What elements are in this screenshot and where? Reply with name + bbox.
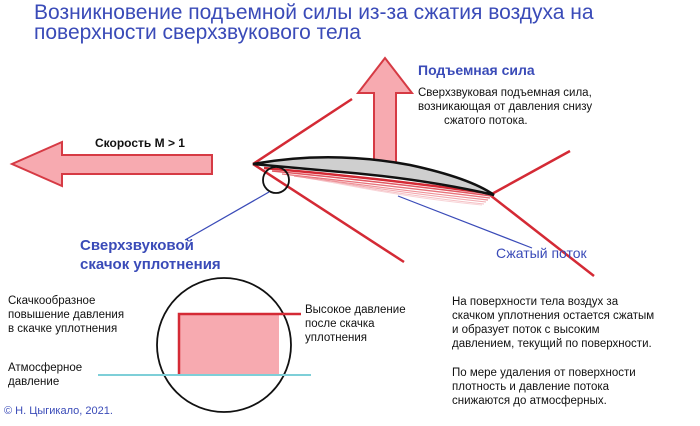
high-pressure-area — [179, 314, 279, 375]
high-pressure-label: Высокое давление после скачка уплотнения — [305, 303, 406, 345]
distance-desc-line-1: По мере удаления от поверхности — [452, 367, 636, 379]
pressure-profile-line — [177, 312, 301, 375]
jump-label-line-2: повышение давления — [8, 309, 125, 321]
high-pressure-line-1: Высокое давление — [305, 304, 406, 316]
shock-leader-line — [184, 191, 270, 241]
distance-desc-line-2: плотность и давление потока — [452, 381, 610, 393]
lift-desc-line-3: сжатого потока. — [444, 115, 528, 127]
high-pressure-line-2: после скачка — [305, 318, 375, 330]
supersonic-body — [252, 156, 495, 197]
jump-label-line-3: в скачке уплотнения — [8, 323, 118, 335]
lift-arrow — [355, 56, 415, 166]
distance-desc-line-3: снижаются до атмосферных. — [452, 395, 607, 407]
copyright: © Н. Цыгикало, 2021. — [4, 405, 113, 417]
shock-waves — [252, 97, 595, 277]
lift-desc-line-1: Сверхзвуковая подъемная сила, — [418, 87, 592, 99]
high-pressure-line-3: уплотнения — [305, 332, 367, 344]
speed-arrow — [9, 140, 213, 188]
lift-heading: Подъемная сила — [418, 62, 535, 78]
nose-circle — [262, 166, 290, 194]
surface-desc-line-2: скачком уплотнения остается сжатым — [452, 310, 655, 322]
flow-leader-line — [397, 195, 533, 249]
shock-label: Сверхзвуковой скачок уплотнения — [80, 236, 221, 274]
atm-label-line-2: давление — [8, 376, 60, 388]
surface-description: На поверхности тела воздух за скачком уп… — [452, 295, 654, 351]
title-line-2: поверхности сверхзвукового тела — [34, 21, 361, 44]
lift-description: Сверхзвуковая подъемная сила, возникающа… — [418, 86, 592, 128]
jump-label: Скачкообразное повышение давления в скач… — [8, 294, 124, 336]
title-line-1: Возникновение подъемной силы из-за сжати… — [34, 1, 594, 24]
compressed-flow-lines — [263, 166, 495, 206]
lift-desc-line-2: возникающая от давления снизу — [418, 101, 593, 113]
surface-desc-line-3: и образует поток с высоким — [452, 324, 600, 336]
distance-description: По мере удаления от поверхности плотност… — [452, 366, 636, 408]
compressed-flow-label: Сжатый поток — [496, 245, 587, 261]
zoom-circle — [156, 277, 292, 413]
atm-label: Атмосферное давление — [8, 361, 82, 389]
jump-label-line-1: Скачкообразное — [8, 295, 96, 307]
shock-label-line-1: Сверхзвуковой — [80, 237, 194, 254]
speed-label: Скорость М > 1 — [95, 136, 185, 150]
surface-desc-line-1: На поверхности тела воздух за — [452, 296, 619, 308]
atm-label-line-1: Атмосферное — [8, 362, 83, 374]
shock-label-line-2: скачок уплотнения — [80, 256, 221, 273]
surface-desc-line-4: давлением, текущий по поверхности. — [452, 338, 652, 350]
